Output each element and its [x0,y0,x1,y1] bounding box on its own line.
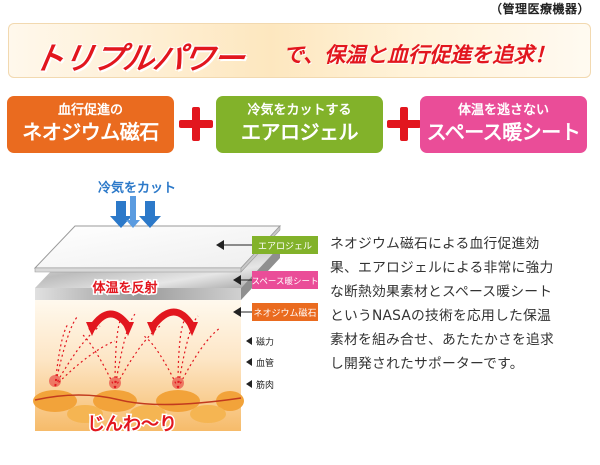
heat-dot [109,377,121,389]
space-sheet-front [35,288,241,300]
space-sheet-tag-text: スペース暖シート [252,277,319,287]
space-sheet-tag [252,271,318,289]
muscle-shapes [33,390,244,423]
headline-title: トリプルパワー [30,41,247,77]
plus-icon [384,104,424,144]
arrow-head [147,322,159,336]
arrow-head [86,322,98,336]
warm-label: じんわ～り [87,414,177,435]
feature-aerogel: 冷気をカットする エアロジェル [216,96,383,153]
heat-dot [172,377,184,389]
feature-magnet-name: ネオジウム磁石 [22,120,159,144]
aerogel-tag [252,236,318,254]
arrow-head [186,322,198,336]
feature-magnet: 血行促進の ネオジウム磁石 [7,96,174,153]
aerogel-edge [34,267,242,273]
magnet-tag-text: ネオジウム磁石 [253,307,316,319]
arrow-head [122,322,134,336]
feature-space-sheet-caption: 体温を逃さない [457,103,549,118]
feature-aerogel-caption: 冷気をカットする [247,103,352,118]
category-note: （管理医療機器） [489,2,590,16]
cold-arrows [110,196,161,228]
blood-vessel-line [34,394,242,406]
feature-aerogel-name: エアロジェル [241,120,359,144]
pointer-icon [246,358,252,366]
aerogel-tag-text: エアロジェル [258,242,312,252]
muscle-label: 筋肉 [256,379,274,391]
feature-space-sheet: 体温を逃さない スペース暖シート [420,96,587,153]
reflect-label: 体温を反射 [92,280,157,296]
magnet-tag [252,303,318,321]
cold-cut-label: 冷気をカット [98,180,176,196]
pointer-icon [246,380,252,388]
layer-diagram: 冷気をカット 体温を反射 じんわ～り エアロジェル スペース暖シート ネオジウム… [33,180,319,437]
feature-magnet-caption: 血行促進の [57,103,123,118]
pointer-icon [246,337,252,345]
magnetism-label: 磁力 [256,336,274,348]
heat-wave-lines [54,313,221,389]
layer-pointers [216,240,252,317]
headline-subtitle: で、保温と血行促進を追求！ [283,42,556,67]
product-description: ネオジウム磁石による血行促進効 果、エアロジェルによる非常に強力 な断熱効果素材… [330,236,554,372]
blood-vessel-label: 血管 [256,357,274,369]
plus-icon [176,104,216,144]
heat-dot [49,375,61,387]
aerogel-panel [33,225,282,269]
headline-banner: トリプルパワー で、保温と血行促進を追求！ [8,23,591,78]
feature-space-sheet-name: スペース暖シート [426,120,581,144]
